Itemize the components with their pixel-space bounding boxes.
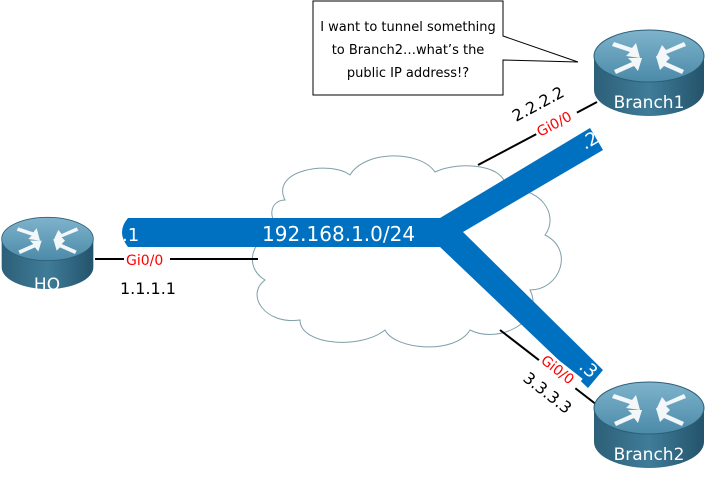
router-hq-label: HQ <box>34 275 60 295</box>
subnet-band <box>122 128 603 388</box>
speech-callout: I want to tunnel something to Branch2…wh… <box>312 0 579 96</box>
router-branch1-label: Branch1 <box>614 93 685 113</box>
branch1-interface: Gi0/0 <box>534 109 574 141</box>
subnet-label: 192.168.1.0/24 <box>262 222 415 246</box>
router-branch1[interactable]: Branch1 <box>593 29 705 117</box>
router-branch2[interactable]: Branch2 <box>593 381 705 469</box>
callout-line-1: I want to tunnel something <box>320 20 496 35</box>
callout-line-2: to Branch2…what’s the <box>332 43 485 58</box>
hq-interface: Gi0/0 <box>126 253 163 269</box>
hq-public-ip: 1.1.1.1 <box>120 279 176 298</box>
callout-line-3: public IP address!? <box>347 66 469 81</box>
router-branch2-label: Branch2 <box>614 445 685 465</box>
hq-host-id: .1 <box>122 225 139 246</box>
router-hq[interactable]: HQ <box>1 216 94 295</box>
